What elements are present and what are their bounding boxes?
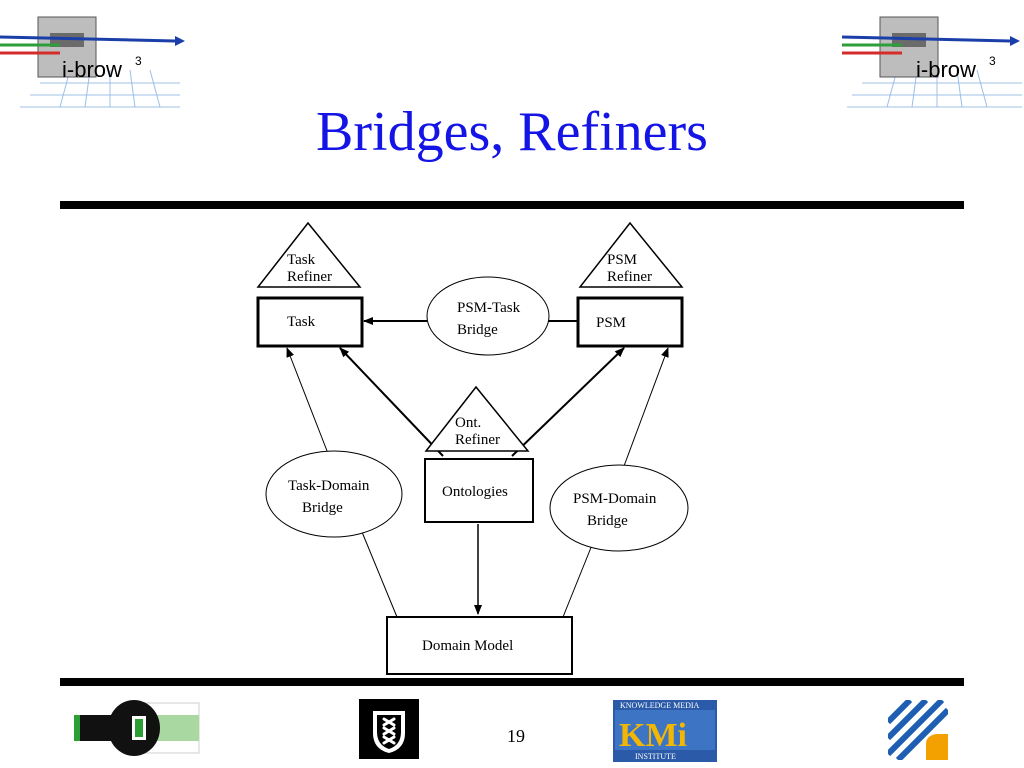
arrow-ontologies-to-psm [511, 347, 625, 457]
psm-task-bridge-node: PSM-Task Bridge [426, 276, 550, 356]
psm-domain-bridge-node: PSM-Domain Bridge [549, 464, 689, 552]
task-domain-bridge-line2: Bridge [302, 500, 343, 516]
kmi-bottom-text: INSTITUTE [635, 752, 676, 761]
task-label: Task [287, 314, 316, 330]
kmi-main-text: KMi [619, 717, 687, 754]
page-number: 19 [507, 726, 525, 746]
line-task-domain-to-domain-model [361, 531, 398, 618]
top-divider [60, 201, 964, 209]
kmi-top-text: KNOWLEDGE MEDIA [620, 701, 700, 710]
footer-logo-kmi: KNOWLEDGE MEDIA KMi INSTITUTE [613, 700, 717, 762]
psm-node: PSM [576, 296, 684, 348]
ibrow-grid-graphic [0, 16, 185, 108]
bottom-divider [60, 678, 964, 686]
psm-refiner-line1: PSM [607, 252, 637, 268]
ont-refiner-line2: Refiner [455, 432, 500, 448]
psm-label: PSM [596, 315, 626, 331]
ibrow-logo-left: i-brow 3 [0, 16, 185, 108]
footer-logo-left [74, 700, 200, 756]
ontologies-label: Ontologies [442, 484, 508, 500]
task-refiner-node: Task Refiner [256, 221, 362, 288]
task-domain-bridge-line1: Task-Domain [288, 478, 370, 494]
footer-logo-right [888, 700, 948, 760]
arrow-ontologies-to-task [339, 347, 444, 457]
ont-refiner-node: Ont. Refiner [424, 385, 530, 452]
psm-refiner-node: PSM Refiner [578, 221, 684, 288]
ibrow-logo-text: i-brow [916, 57, 976, 82]
psm-domain-bridge-line1: PSM-Domain [573, 491, 657, 507]
task-refiner-line1: Task [287, 252, 316, 268]
ont-refiner-line1: Ont. [455, 415, 481, 431]
task-domain-bridge-node: Task-Domain Bridge [265, 450, 403, 538]
psm-domain-bridge-line2: Bridge [587, 513, 628, 529]
ibrow-logo-superscript: 3 [135, 54, 142, 68]
slide-title: Bridges, Refiners [316, 101, 708, 163]
psm-refiner-line2: Refiner [607, 269, 652, 285]
task-refiner-line2: Refiner [287, 269, 332, 285]
ibrow-grid-graphic [842, 16, 1022, 108]
arrow-task-domain-to-task [286, 347, 330, 457]
task-node: Task [256, 296, 364, 348]
line-psm-domain-to-domain-model [562, 544, 593, 618]
ontologies-node: Ontologies [424, 458, 534, 523]
footer-logo-uva [359, 699, 419, 759]
ibrow-logo-right: i-brow 3 [842, 16, 1022, 108]
domain-model-label: Domain Model [422, 638, 513, 654]
ibrow-logo-superscript: 3 [989, 54, 996, 68]
ibrow-logo-text: i-brow [62, 57, 122, 82]
arrow-psm-domain-to-psm [623, 347, 669, 467]
domain-model-node: Domain Model [386, 616, 573, 675]
diagram-connectors [286, 317, 669, 618]
psm-task-bridge-line2: Bridge [457, 322, 498, 338]
psm-task-bridge-line1: PSM-Task [457, 300, 521, 316]
